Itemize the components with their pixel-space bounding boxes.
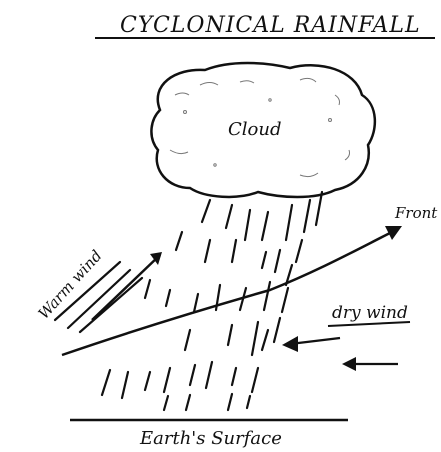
dry-wind-arrowhead-upper [282, 336, 298, 352]
dry-wind-arrowhead-lower [342, 357, 356, 371]
diagram-title: CYCLONICAL RAINFALL [120, 13, 421, 38]
dry-wind-label: dry wind [332, 303, 408, 323]
front-label: Front [394, 204, 438, 222]
rain-streaks [102, 192, 322, 410]
earth-surface-label: Earth's Surface [139, 428, 282, 448]
front-line [62, 232, 392, 355]
cloud-label: Cloud [228, 119, 281, 140]
warm-wind-arrow [92, 255, 160, 320]
